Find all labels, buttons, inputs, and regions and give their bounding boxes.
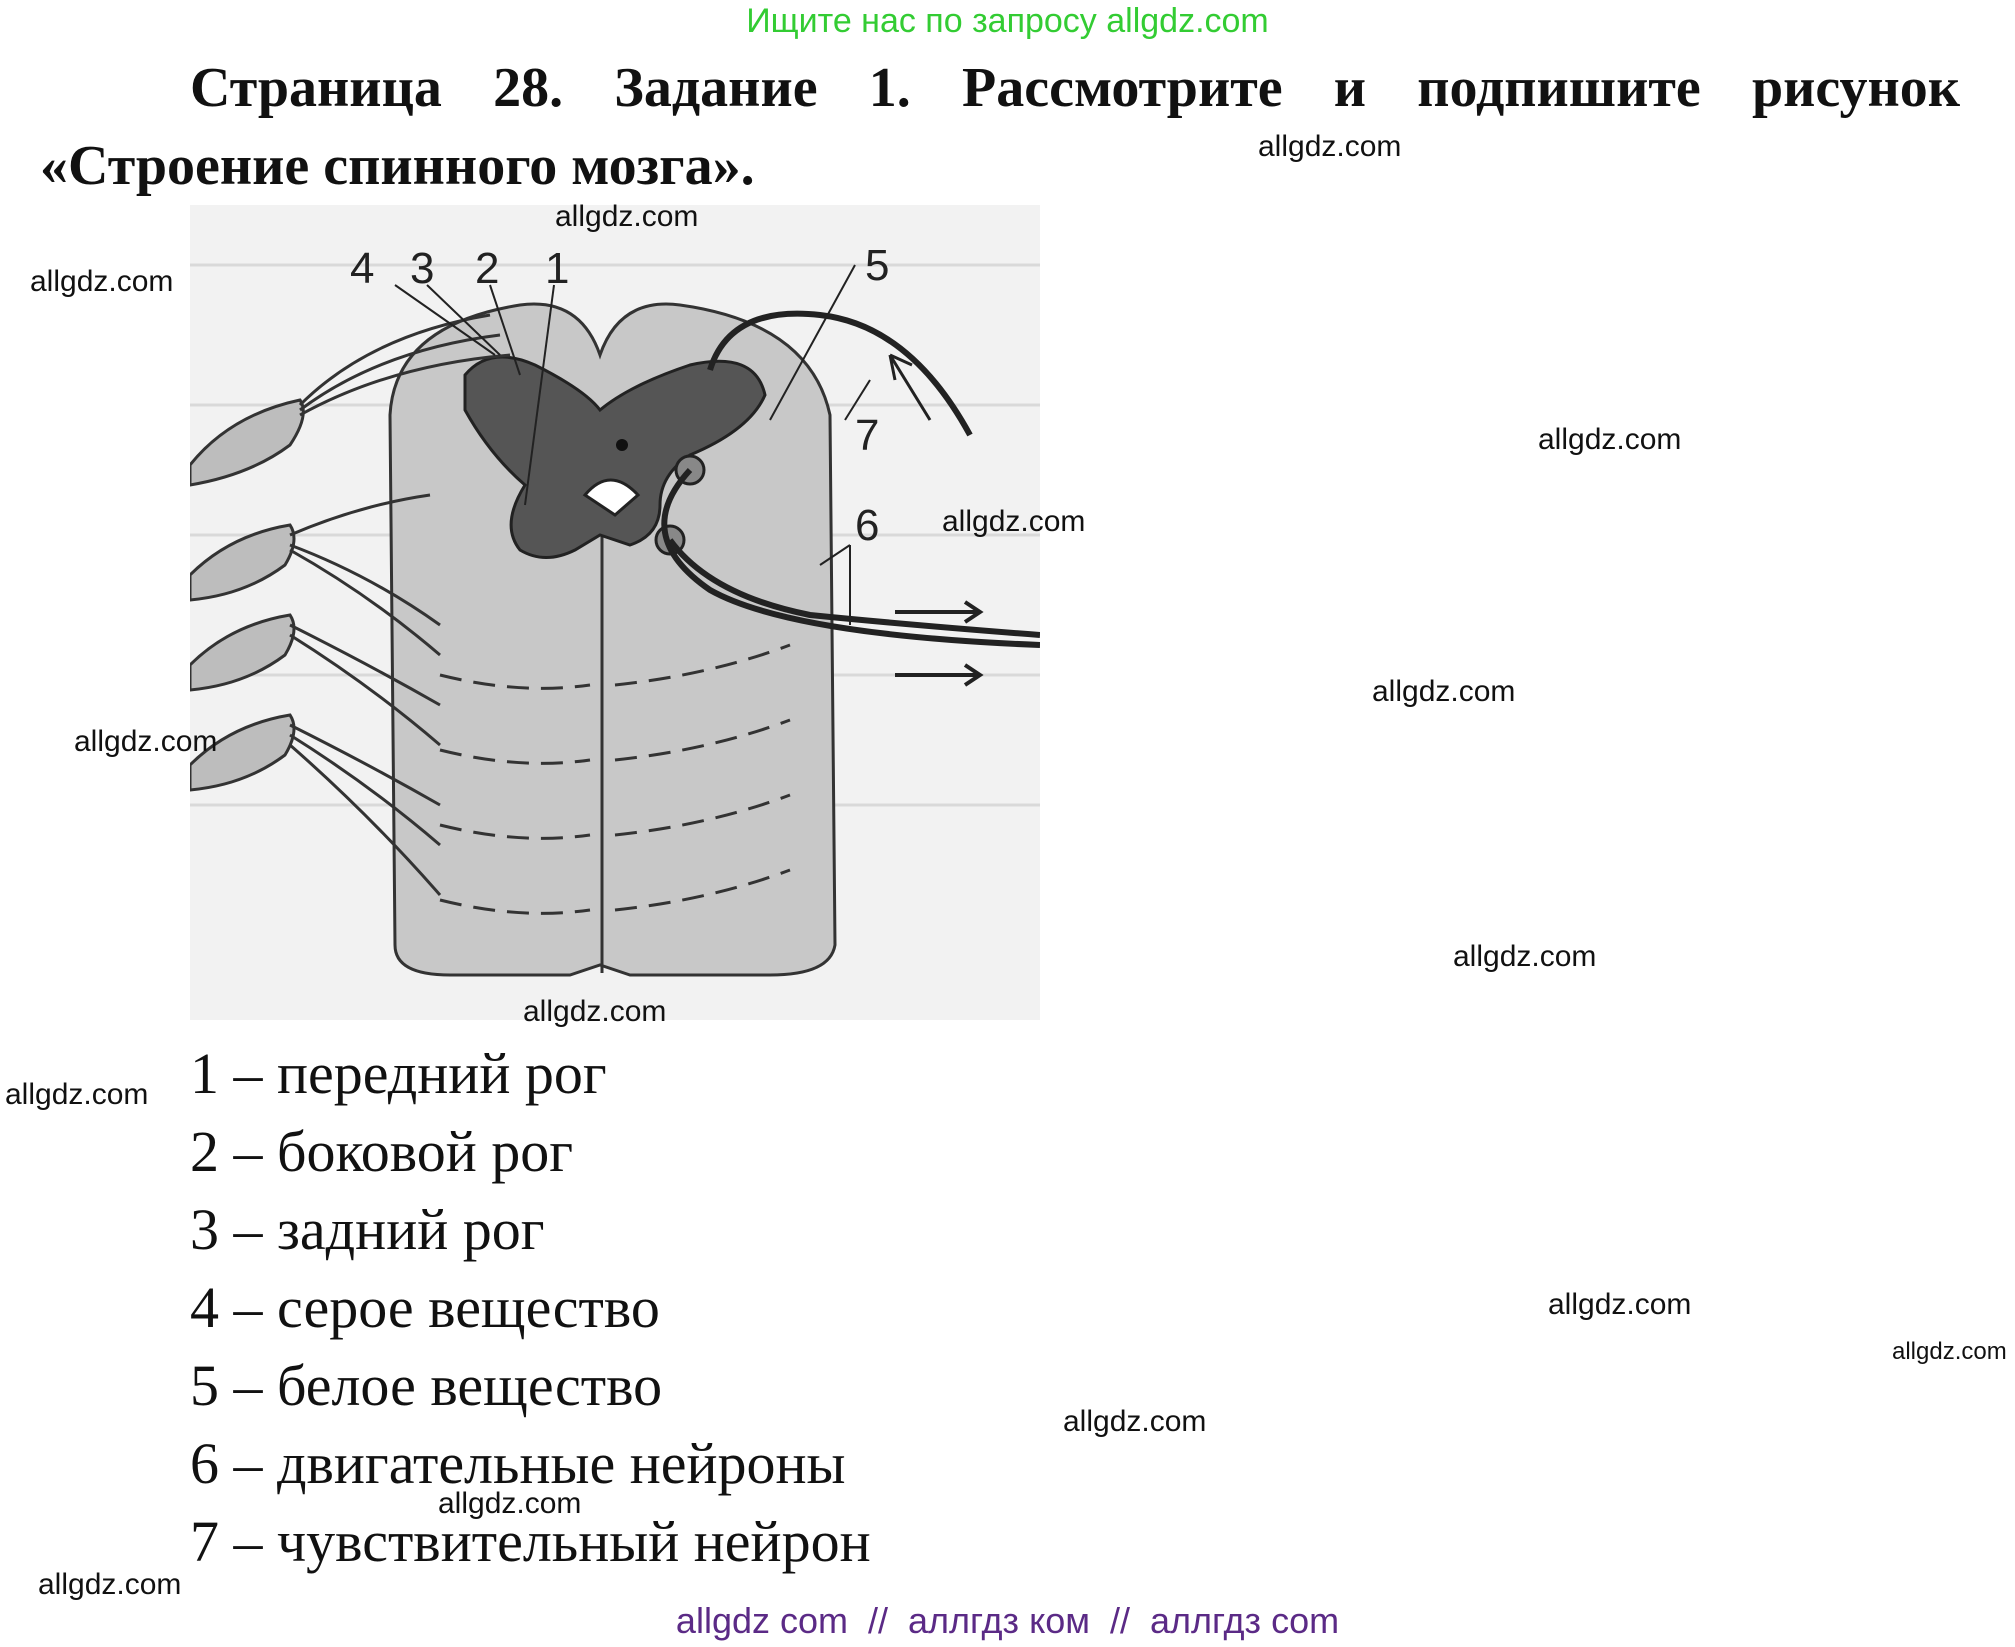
watermark: allgdz.com	[1372, 675, 1516, 708]
watermark: allgdz.com	[438, 1487, 582, 1520]
watermark: allgdz.com	[942, 505, 1086, 538]
top-banner: Ищите нас по запросу allgdz.com	[746, 2, 1269, 40]
footer-links: allgdz com // аллгдз ком // аллгдз com	[675, 1600, 1340, 1641]
white-matter	[388, 302, 837, 977]
watermark: allgdz.com	[1548, 1288, 1692, 1321]
task-heading-line-2: «Строение спинного мозга».	[40, 135, 755, 197]
grey-matter	[463, 355, 767, 559]
figure-number-3: 3	[410, 244, 434, 293]
legend-item-5: 5 – белое вещество	[190, 1353, 663, 1418]
watermark: allgdz.com	[38, 1568, 182, 1601]
legend-item-1: 1 – передний рог	[190, 1041, 607, 1106]
figure-number-2: 2	[475, 244, 499, 293]
spinal-cord-figure: 4 3 2 1 5 6 7	[190, 205, 1040, 1020]
legend-item-7: 7 – чувствительный нейрон	[190, 1509, 871, 1574]
figure-number-1: 1	[545, 244, 569, 293]
watermark: allgdz.com	[1063, 1405, 1207, 1438]
legend-item-2: 2 – боковой рог	[190, 1119, 574, 1184]
nerve-roots	[190, 313, 511, 896]
neuron-fibers	[394, 264, 1040, 687]
watermark: allgdz.com	[74, 725, 218, 758]
watermark: allgdz.com	[1453, 940, 1597, 973]
watermark: allgdz.com	[1892, 1338, 2007, 1365]
legend-item-6: 6 – двигательные нейроны	[190, 1431, 846, 1496]
legend-item-3: 3 – задний рог	[190, 1197, 545, 1262]
figure-number-4: 4	[350, 244, 374, 293]
figure-number-7: 7	[855, 411, 879, 460]
watermark: allgdz.com	[5, 1078, 149, 1111]
watermark: allgdz.com	[1258, 130, 1402, 163]
figure-number-6: 6	[855, 501, 879, 550]
figure-legend: 1 – передний рог 2 – боковой рог 3 – зад…	[190, 1035, 871, 1581]
task-heading-line-1: Страница 28. Задание 1. Рассмотрите и по…	[190, 57, 1960, 119]
watermark: allgdz.com	[555, 200, 699, 233]
watermark: allgdz.com	[30, 265, 174, 298]
watermark: allgdz.com	[1538, 423, 1682, 456]
watermark: allgdz.com	[523, 995, 667, 1028]
figure-number-5: 5	[865, 241, 889, 290]
spinal-cord-drawing: 4 3 2 1 5 6 7	[190, 241, 1040, 977]
legend-item-4: 4 – серое вещество	[190, 1275, 660, 1340]
